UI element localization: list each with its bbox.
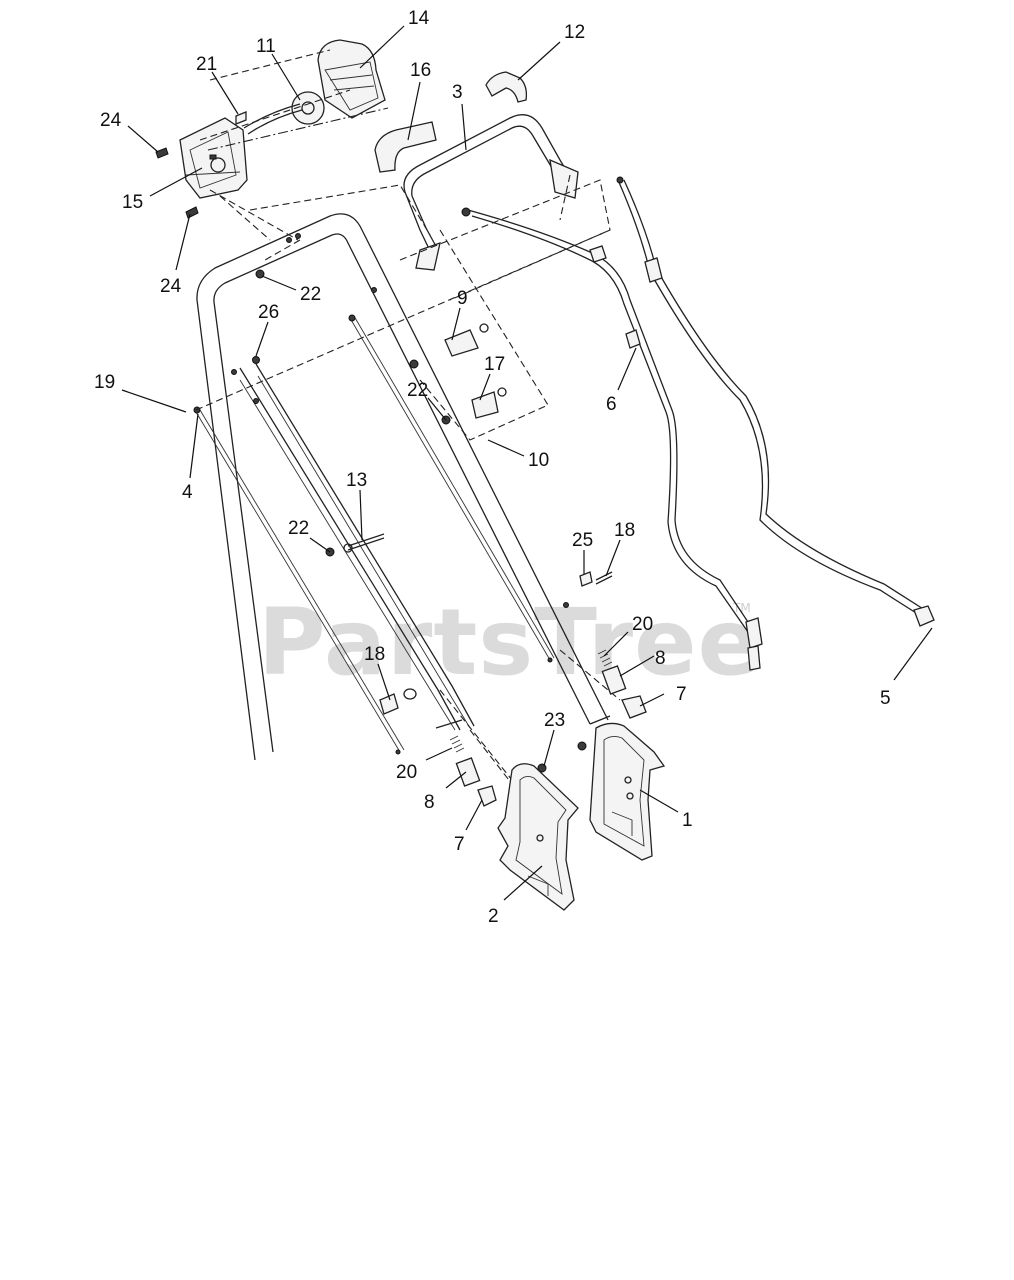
callout-20-left: 20: [396, 762, 417, 783]
leader-lines: [121, 25, 933, 901]
callout-13: 13: [346, 470, 367, 491]
callout-9: 9: [457, 288, 468, 309]
handle-assembly[interactable]: [196, 213, 611, 761]
washer-25: [579, 571, 593, 587]
callout-23: 23: [544, 710, 565, 731]
callout-3: 3: [452, 82, 463, 103]
callout-22-top: 22: [300, 284, 321, 305]
knob-7-right: [621, 695, 647, 719]
watermark-text: PartsTree: [258, 589, 761, 696]
drive-lever-11[interactable]: [243, 91, 325, 135]
callout-labels: 14 12 11 21 16 3 24 15 24 22 26 9 19 17 …: [94, 8, 891, 927]
cable-4[interactable]: [193, 406, 405, 755]
callout-20-right: 20: [632, 614, 653, 635]
control-cable-6[interactable]: [461, 207, 763, 671]
sleeve-8-left: [455, 757, 481, 787]
cap-12[interactable]: [485, 71, 528, 103]
callout-5: 5: [880, 688, 891, 709]
callout-7-right: 7: [676, 684, 687, 705]
callout-18-left: 18: [364, 644, 385, 665]
watermark: PartsTree TM: [258, 589, 761, 696]
callout-8-left: 8: [424, 792, 435, 813]
callout-25: 25: [572, 530, 593, 551]
callout-19: 19: [94, 372, 115, 393]
callout-12: 12: [564, 22, 585, 43]
nut-22-mid: [409, 359, 419, 369]
cable-10-line[interactable]: [348, 314, 555, 663]
callout-15: 15: [122, 192, 143, 213]
grip-16[interactable]: [374, 121, 437, 173]
callout-10: 10: [528, 450, 549, 471]
callout-26: 26: [258, 302, 279, 323]
screw-24-top: [155, 147, 169, 159]
callout-8-right: 8: [655, 648, 666, 669]
drive-cable-5[interactable]: [616, 176, 935, 627]
callout-24-top: 24: [100, 110, 122, 131]
bracket-2[interactable]: [497, 763, 579, 911]
console-housing-15[interactable]: [179, 117, 248, 199]
control-bail[interactable]: [403, 114, 579, 271]
callout-17: 17: [484, 354, 505, 375]
callout-22-mid: 22: [407, 380, 428, 401]
callout-7-left: 7: [454, 834, 465, 855]
callout-6: 6: [606, 394, 617, 415]
sleeve-8-right: [601, 665, 627, 695]
callout-24-bottom: 24: [160, 276, 182, 297]
callout-16: 16: [410, 60, 431, 81]
screw-24-bottom: [185, 206, 199, 219]
knob-18-left: [379, 693, 399, 715]
explosion-lines: [195, 174, 621, 821]
bracket-17: [471, 391, 499, 419]
callout-18-right: 18: [614, 520, 635, 541]
callout-4: 4: [182, 482, 193, 503]
bolt-26: [252, 356, 260, 364]
console-cover-14[interactable]: [317, 39, 386, 119]
callout-2: 2: [488, 906, 499, 927]
pin-21[interactable]: [235, 111, 247, 125]
hardware[interactable]: [155, 147, 647, 807]
callout-1: 1: [682, 810, 693, 831]
callout-21: 21: [196, 54, 217, 75]
bracket-1[interactable]: [589, 722, 666, 861]
callout-11: 11: [256, 36, 276, 57]
bracket-9: [444, 329, 479, 357]
callout-22-low: 22: [288, 518, 309, 539]
console-dashed-guides: [199, 49, 431, 261]
callout-14: 14: [408, 8, 430, 29]
spring-20-left: [449, 735, 465, 753]
